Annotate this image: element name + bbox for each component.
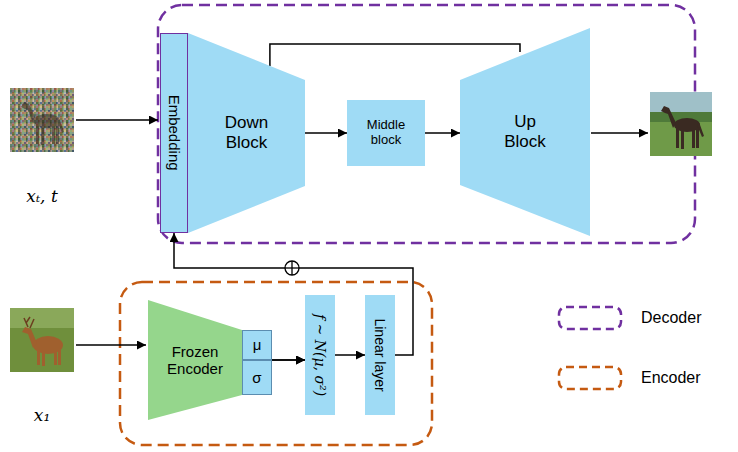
node-text: σ [252, 369, 261, 386]
node-text: Middle block [360, 118, 412, 148]
connector [305, 132, 347, 134]
input-arrow [76, 119, 158, 121]
encoder-input-arrow [76, 344, 146, 346]
middle-block: Middle block [347, 100, 425, 166]
legend-swatch [557, 305, 623, 331]
down-block: Down Block [188, 33, 305, 233]
input-image-ground [10, 308, 74, 372]
noisy-image-noise [10, 88, 74, 152]
legend-sample [559, 307, 621, 329]
legend-entry: Decoder [557, 305, 701, 331]
connector [272, 359, 305, 361]
node-text: Frozen Encoder [160, 343, 230, 378]
embedding-layer: Embedding [160, 33, 188, 233]
node-text: Up Block [495, 112, 555, 151]
node-text: f ~ N(μ, σ²) [312, 314, 328, 396]
add-symbol [291, 261, 292, 275]
decoder-region [158, 5, 695, 243]
connector [425, 132, 460, 134]
node-text: Down Block [217, 113, 277, 152]
legend-entry: Encoder [557, 365, 701, 391]
encoder-region [120, 282, 432, 445]
legend-swatch [557, 365, 623, 391]
input-label: xₜ, t [26, 186, 57, 206]
encoder-input-label: x₁ [34, 405, 50, 425]
connector [270, 44, 520, 66]
node-text: μ [253, 336, 262, 353]
input-deer [22, 327, 63, 366]
legend-text: Decoder [641, 309, 701, 327]
noisy-image-noise [10, 88, 74, 152]
input-image-foliage [10, 308, 74, 328]
connector [272, 359, 305, 361]
connector [335, 354, 365, 356]
std-output: σ [242, 360, 272, 395]
mean-output: μ [242, 330, 272, 360]
frozen-encoder-outline [148, 300, 242, 420]
output-arrow [591, 132, 648, 134]
up-block-outline [460, 28, 590, 236]
up-block: Up Block [460, 28, 590, 236]
linear-layer: Linear layer [365, 295, 395, 415]
noisy-horse [21, 102, 64, 145]
output-horse [661, 106, 704, 149]
noisy-image-ground [10, 88, 74, 152]
node-text: Embedding [165, 95, 182, 171]
node-text: Linear layer [372, 318, 388, 391]
output-image-ground [650, 92, 712, 156]
deer-antlers [24, 317, 34, 328]
legend-text: Encoder [641, 369, 701, 387]
add-symbol [285, 261, 299, 275]
legend-sample [559, 367, 621, 389]
frozen-encoder: Frozen Encoder [148, 300, 242, 420]
sampling-block: f ~ N(μ, σ²) [305, 295, 335, 415]
down-block-outline [188, 33, 305, 233]
